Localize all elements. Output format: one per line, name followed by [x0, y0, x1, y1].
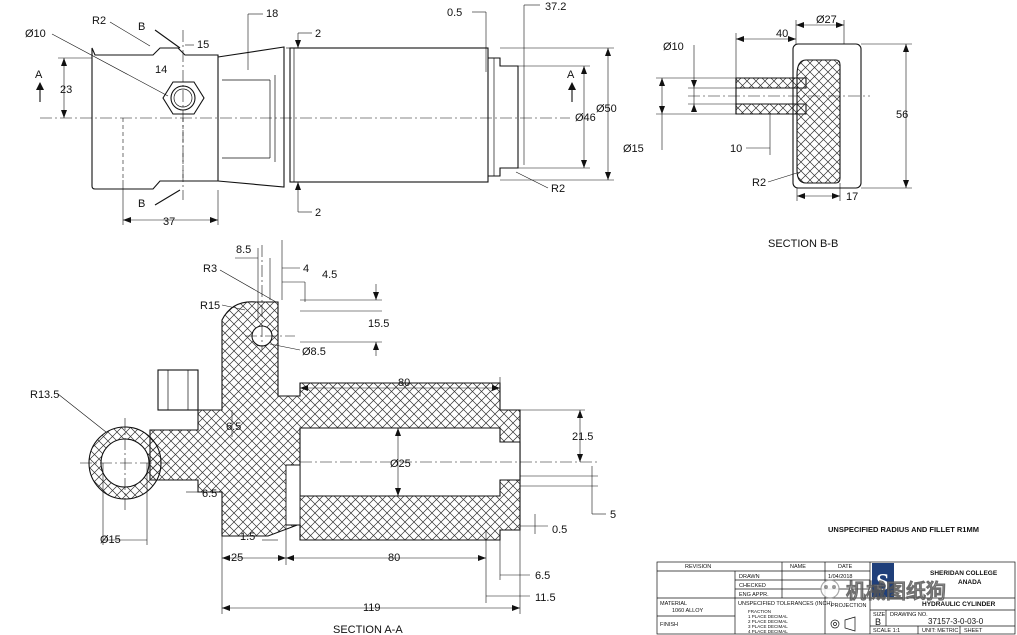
tb-projection: PROJECTION: [831, 603, 866, 609]
dim-aa-r13-5: R13.5: [30, 389, 59, 401]
sheridan-logo-letter: S: [876, 570, 889, 596]
dim-aa-11-5: 11.5: [535, 592, 556, 604]
dim-aa-r15: R15: [200, 300, 220, 312]
dim-aa-1-5: 1.5: [240, 531, 255, 543]
sheridan-logo: [872, 563, 894, 597]
dim-aa-119: 119: [363, 602, 381, 614]
tb-revision: REVISION: [685, 564, 711, 570]
watermark-text: 机械图纸狗: [846, 579, 946, 603]
section-b-label-bottom: B: [138, 198, 145, 210]
tb-company: SHERIDAN COLLEGE: [930, 570, 998, 577]
dim-aa-d15: Ø15: [100, 534, 121, 546]
tb-date: DATE: [838, 564, 853, 570]
dim-aa-25: 25: [231, 552, 243, 564]
dim-aa-0-5: 0.5: [552, 524, 567, 536]
dim-d10-top: Ø10: [25, 28, 46, 40]
dim-18: 18: [266, 8, 278, 20]
tb-drawing-no-label: DRAWING NO.: [890, 612, 928, 618]
dim-d50: Ø50: [596, 103, 617, 115]
tb-drawn-date: 1/04/2018: [828, 574, 852, 580]
dim-0-5-top: 0.5: [447, 7, 462, 19]
section-b-b: Ø27 40 Ø10 Ø15 10 56 R2: [623, 14, 912, 250]
dim-aa-d8-5: Ø8.5: [302, 346, 326, 358]
section-a-a: 8.5 4 4.5 R3 R15 15.5 Ø8.5 80: [30, 240, 616, 635]
dim-r2-right: R2: [551, 183, 565, 195]
section-b-label-top: B: [138, 21, 145, 33]
tb-decimal2: 2 PLACE DECIMAL: [748, 619, 788, 624]
tb-decimal3: 3 PLACE DECIMAL: [748, 624, 788, 629]
tb-part-title: HYDRAULIC CYLINDER: [922, 601, 996, 608]
tb-material-label: MATERIAL: [660, 601, 687, 607]
tb-size-label: SIZE: [873, 612, 886, 618]
tb-country: ANADA: [958, 579, 982, 586]
tb-checked: CHECKED: [739, 583, 766, 589]
section-a-label-right: A: [567, 69, 575, 81]
tb-unit: UNIT: METRIC: [922, 628, 958, 634]
title-block: REVISION NAME DATE DRAWN 1/04/2018 CHECK…: [656, 561, 1016, 635]
dim-aa-8-5: 8.5: [236, 244, 251, 256]
projection-symbol: [830, 616, 856, 632]
dim-37-2: 37.2: [545, 1, 566, 13]
dim-bb-10: 10: [730, 143, 742, 155]
dim-aa-80-bottom: 80: [388, 552, 400, 564]
dim-23: 23: [60, 84, 72, 96]
tb-drawn: DRAWN: [739, 574, 760, 580]
dim-15: 15: [197, 39, 209, 51]
tb-fraction: FRACTION: [748, 609, 771, 614]
dim-r2-top: R2: [92, 15, 106, 27]
tb-material-value: 1060 ALLOY: [672, 608, 704, 614]
dim-aa-6-5-b: 6.5: [202, 488, 217, 500]
dim-aa-4: 4: [303, 263, 309, 275]
dim-bb-17: 17: [846, 191, 858, 203]
dim-bb-r2: R2: [752, 177, 766, 189]
dim-aa-15-5: 15.5: [368, 318, 389, 330]
section-b-b-title: SECTION B-B: [768, 238, 838, 250]
dim-aa-6-5-c: 6.5: [535, 570, 550, 582]
tb-finish: FINISH: [660, 622, 678, 628]
dim-bb-d15: Ø15: [623, 143, 644, 155]
dim-aa-r3: R3: [203, 263, 217, 275]
dim-d46: Ø46: [575, 112, 596, 124]
watermark: 机械图纸狗: [820, 579, 946, 603]
dim-2-bottom: 2: [315, 207, 321, 219]
unspecified-note: UNSPECIFIED RADIUS AND FILLET R1MM: [828, 525, 979, 534]
section-a-label-left: A: [35, 69, 43, 81]
tb-scale: SCALE 1:1: [873, 628, 900, 634]
dim-bb-56: 56: [896, 109, 908, 121]
tb-size-value: B: [875, 617, 881, 627]
dim-bb-40: 40: [776, 28, 788, 40]
dim-aa-5: 5: [610, 509, 616, 521]
tb-decimal1: 1 PLACE DECIMAL: [748, 614, 788, 619]
tb-sheet: SHEET: [964, 628, 983, 634]
dim-aa-6-5-a: 6.5: [226, 421, 241, 433]
top-view: A A B B R2 Ø10 14 15 23 37 18: [25, 1, 617, 228]
tb-eng-appr: ENG APPR.: [739, 592, 769, 598]
section-a-a-title: SECTION A-A: [333, 624, 403, 635]
tb-decimal4: 4 PLACE DECIMAL: [748, 629, 788, 634]
tb-tolerances: UNSPECIFIED TOLERANCES (INCH): [738, 601, 832, 607]
dim-2-top: 2: [315, 28, 321, 40]
tb-name: NAME: [790, 564, 806, 570]
dim-37: 37: [163, 216, 175, 228]
dim-bb-d27: Ø27: [816, 14, 837, 26]
tb-drawing-no: 37157-3-0-03-0: [928, 617, 984, 626]
dim-aa-21-5: 21.5: [572, 431, 593, 443]
dim-aa-4-5: 4.5: [322, 269, 337, 281]
dim-14: 14: [155, 64, 167, 76]
dim-aa-80-top: 80: [398, 377, 410, 389]
dim-aa-d25: Ø25: [390, 458, 411, 470]
dim-bb-d10: Ø10: [663, 41, 684, 53]
